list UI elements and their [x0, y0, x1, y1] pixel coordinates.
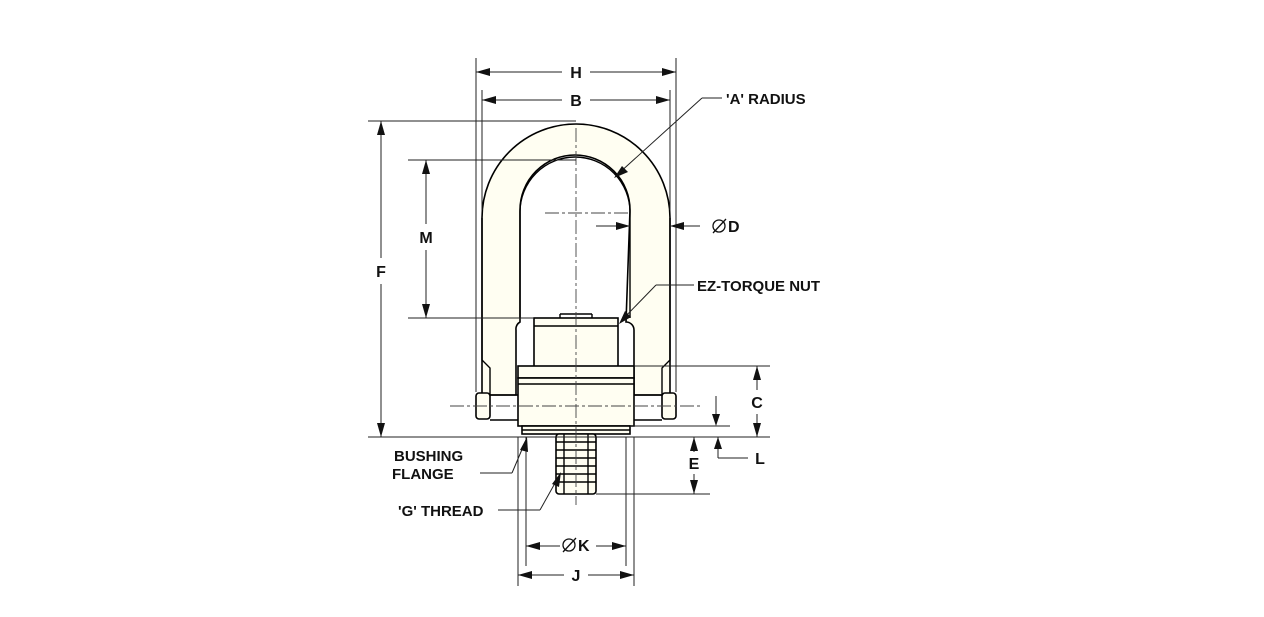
label-m: M	[419, 230, 432, 247]
extension-lines	[368, 58, 770, 586]
label-h: H	[570, 65, 582, 82]
bail-right-leg	[661, 218, 671, 395]
diameter-symbol-d	[712, 218, 727, 234]
leader-ez-torque	[619, 284, 694, 324]
dimension-e	[690, 437, 698, 494]
bail-inner	[519, 156, 631, 318]
dimension-k	[526, 542, 626, 550]
label-d: D	[728, 219, 740, 236]
label-bushing: BUSHING	[394, 448, 463, 465]
dimension-j	[518, 571, 634, 579]
leader-bushing	[480, 437, 528, 474]
label-c: C	[751, 395, 763, 412]
dimension-l	[714, 437, 748, 459]
label-e: E	[689, 456, 700, 473]
leader-d	[616, 222, 684, 230]
label-g-thread: 'G' THREAD	[398, 503, 484, 520]
leader-a-radius	[614, 97, 722, 178]
label-l: L	[755, 451, 765, 468]
dimension-c	[753, 366, 761, 437]
labels: H B 'A' RADIUS D M F EZ-TORQUE NUT C L E…	[376, 65, 820, 585]
label-j: J	[572, 568, 581, 585]
diameter-symbol-k	[562, 537, 577, 553]
dimension-b	[482, 96, 670, 104]
dimension-f	[377, 121, 385, 437]
label-k: K	[578, 538, 590, 555]
center-lines	[450, 128, 700, 505]
dimension-small-offset	[712, 396, 720, 426]
dimension-h	[476, 68, 676, 76]
label-f: F	[376, 264, 386, 281]
label-ez-torque-nut: EZ-TORQUE NUT	[697, 278, 820, 295]
dimension-m	[422, 160, 430, 318]
bail-left-leg	[481, 218, 491, 395]
label-flange: FLANGE	[392, 466, 454, 483]
label-b: B	[570, 93, 582, 110]
label-a-radius: 'A' RADIUS	[726, 91, 806, 108]
leader-g-thread	[498, 472, 561, 511]
